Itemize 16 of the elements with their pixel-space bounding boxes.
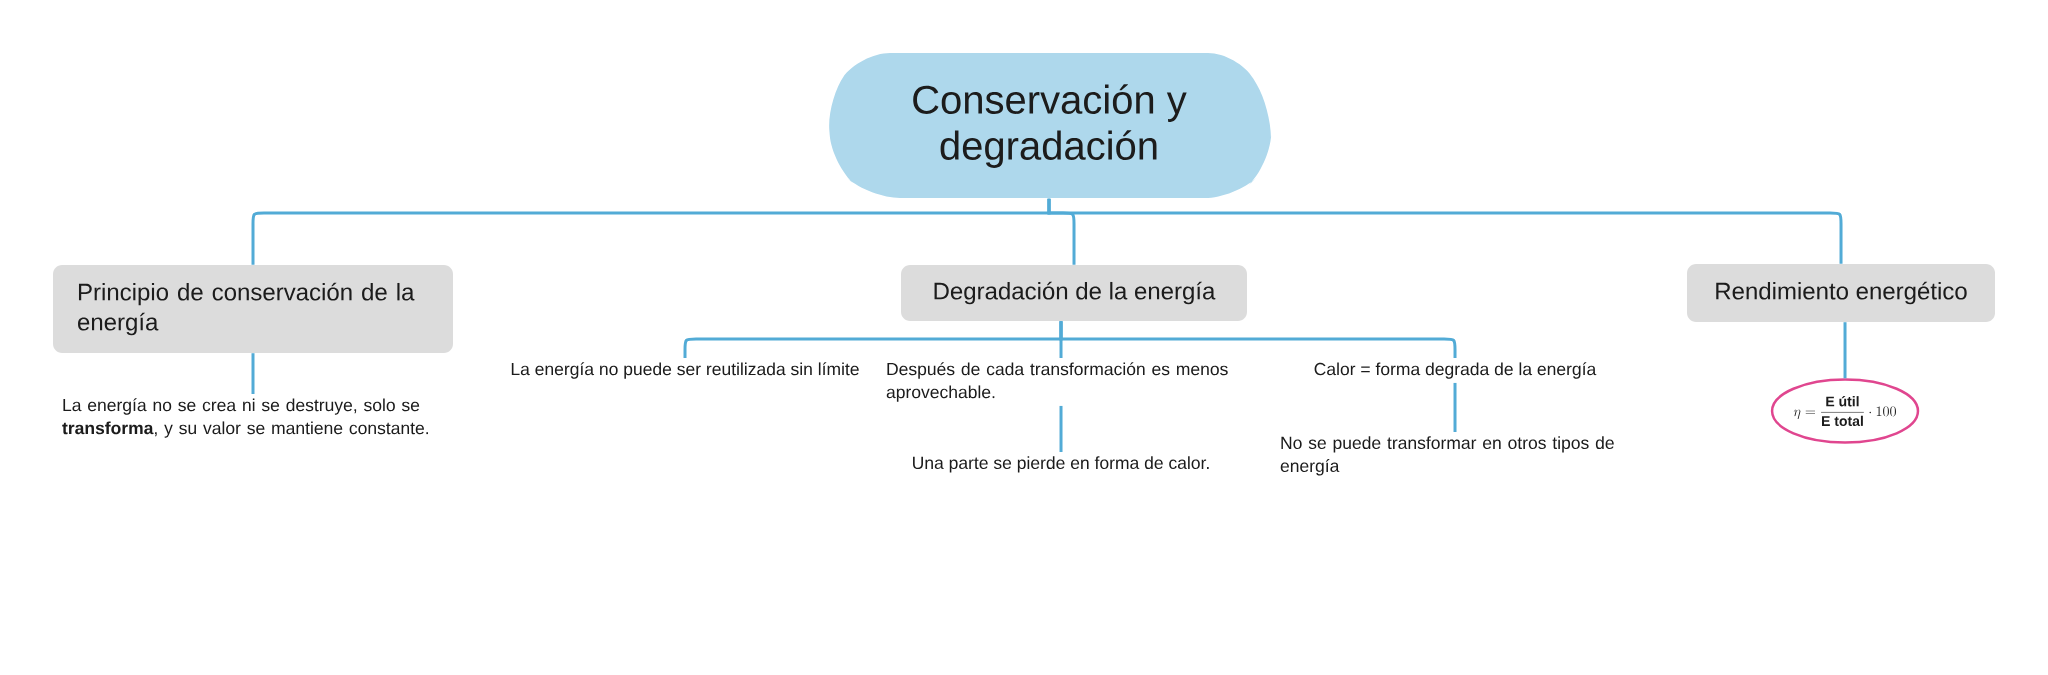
topic-box: Degradación de la energía — [901, 265, 1247, 321]
note-text: Una parte se pierde en forma de calor. — [913, 456, 1209, 473]
topic-box: Rendimiento energético — [1687, 264, 1995, 322]
connector-line — [1059, 321, 1457, 358]
connector-line — [1453, 382, 1457, 432]
note-text: La energía no puede ser reutilizada sin límite — [511, 362, 859, 379]
connector-line — [1843, 322, 1847, 379]
note-text: Calor = forma degrada de la energía — [1314, 362, 1597, 379]
topic-box: Principio de conservación de la energía — [53, 265, 453, 353]
note-text: Después de cada transformación es menos aprovechable. — [886, 362, 1228, 402]
connector-line — [1047, 198, 1843, 264]
note-text: No se puede transformar en otros tipos de energía — [1280, 436, 1614, 476]
connector-line — [1059, 405, 1063, 452]
topic-blob: Conservación y degradación — [829, 53, 1272, 198]
note-text: La energía no se crea ni se destruye, solo se transforma, y su valor se mantiene constante. — [62, 398, 428, 438]
connector-line — [251, 353, 255, 394]
